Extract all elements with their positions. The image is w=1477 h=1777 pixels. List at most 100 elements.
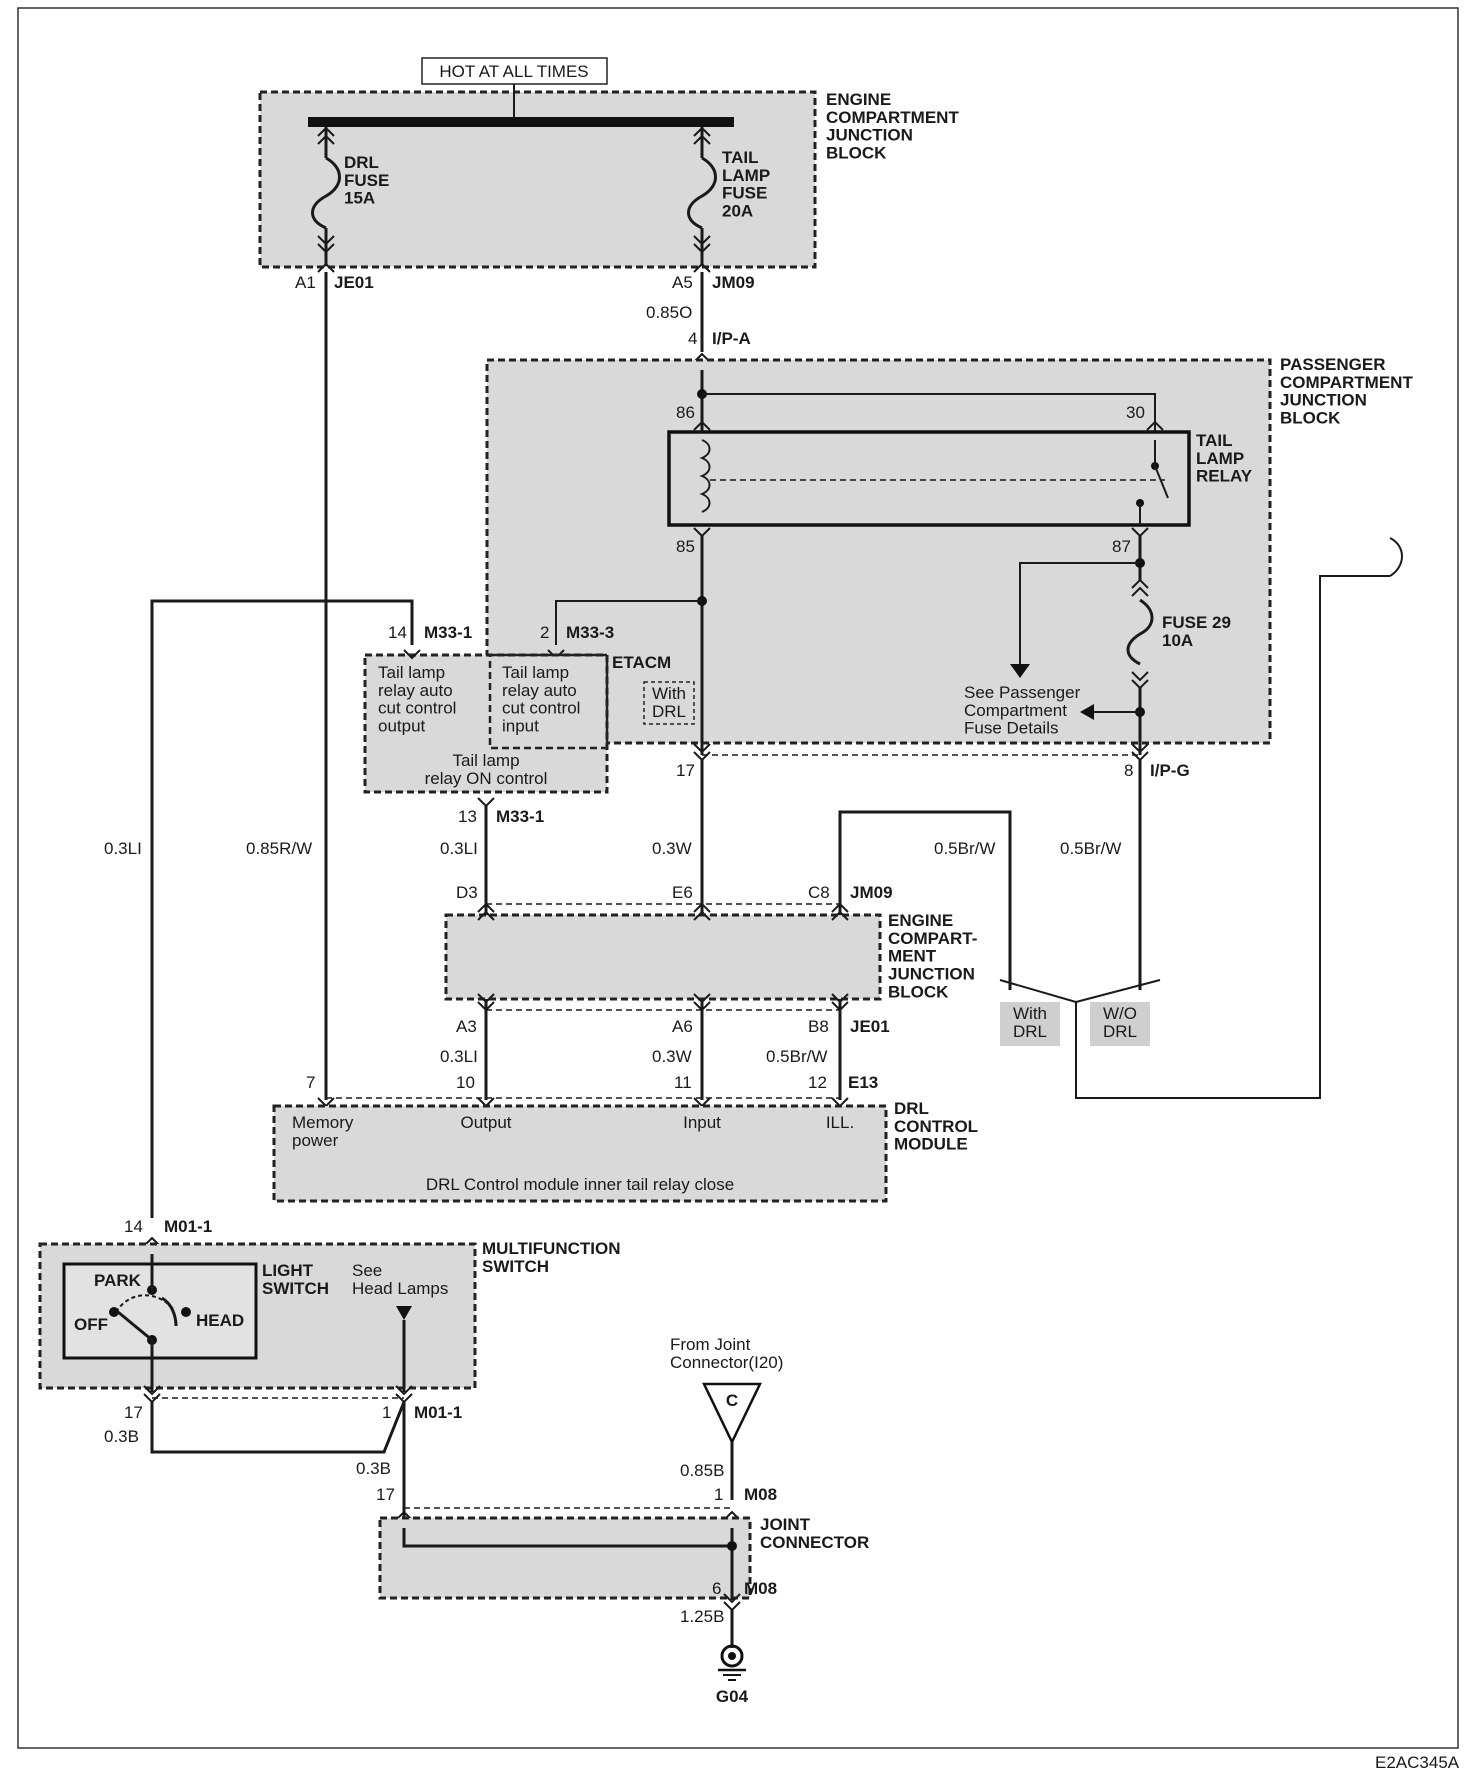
conn-a5: A5: [672, 273, 693, 292]
conn-m33-3: M33-3: [566, 623, 614, 642]
etacm-outer-box: [363, 653, 609, 794]
conn-a1: A1: [295, 273, 316, 292]
text-line: From Joint: [670, 1335, 751, 1354]
conn-c: C: [726, 1391, 738, 1410]
drl-inner: DRL Control module inner tail relay clos…: [426, 1175, 734, 1194]
conn-jm09b: JM09: [850, 883, 893, 902]
text-line: JOINT: [760, 1515, 811, 1534]
joint-c-triangle: [702, 1382, 762, 1445]
text-line: SWITCH: [482, 1257, 549, 1276]
text-line: With: [652, 684, 686, 703]
text-line: Tail lamp: [502, 663, 569, 682]
option-fork-b: [1075, 979, 1161, 1003]
text-line: CONTROL: [894, 1117, 978, 1136]
text-line: COMPARTMENT: [826, 108, 959, 127]
text-line: JUNCTION: [1280, 391, 1367, 410]
conn-p6: 6: [712, 1579, 721, 1598]
wire-03b-a-label: 0.3B: [104, 1427, 139, 1446]
conn-m33-1: M33-1: [424, 623, 472, 642]
text-line: FUSE: [344, 171, 389, 190]
wire-03w-a-label: 0.3W: [652, 839, 692, 858]
text-line: JUNCTION: [826, 126, 913, 145]
drl-pin-input: Input: [683, 1113, 721, 1132]
drl-fuse-symbol: [311, 156, 341, 230]
text-line: FUSE 29: [1162, 613, 1231, 632]
conn-je01: JE01: [334, 273, 374, 292]
option-fork: [999, 575, 1390, 1099]
wire-03b-b-label: 0.3B: [356, 1459, 391, 1478]
joint-connector-box: [378, 1516, 752, 1600]
chev: [693, 235, 711, 254]
text-line: DRL: [652, 702, 686, 721]
text-line: ENGINE: [826, 90, 891, 109]
ecjb-mid-chevrons: [477, 902, 849, 1012]
conn-m01-1: M01-1: [164, 1217, 212, 1236]
text-line: RELAY: [1196, 467, 1253, 486]
text-line: relay ON control: [425, 769, 548, 788]
chev: [317, 126, 335, 145]
tail-lamp-relay: [667, 430, 1191, 527]
text-line: W/O: [1103, 1004, 1137, 1023]
text-line: MENT: [888, 947, 937, 966]
wire-87-branch: [1019, 562, 1140, 668]
text-line: Connector(I20): [670, 1353, 783, 1372]
conn-p11: 11: [674, 1073, 692, 1092]
text-line: input: [502, 717, 539, 736]
text-line: DRL: [1013, 1022, 1047, 1041]
conn-p17: 17: [676, 761, 695, 780]
text-line: Tail lamp: [378, 663, 445, 682]
text-line: 20A: [722, 202, 753, 221]
hot-label-box: [421, 57, 608, 85]
hot-label: HOT AT ALL TIMES: [439, 62, 588, 81]
drl-module-box: [272, 1104, 888, 1203]
conn-p10: 10: [456, 1073, 475, 1092]
text-line: BLOCK: [1280, 409, 1341, 428]
relay-feed-30: [702, 393, 1156, 432]
fuse29-symbol: [1126, 598, 1154, 666]
conn-c8: C8: [808, 883, 830, 902]
conn-p7: 7: [306, 1073, 315, 1092]
text-line: Compartment: [964, 701, 1067, 720]
page-frame: [17, 7, 1459, 1749]
text-line: ENGINE: [888, 911, 953, 930]
chev: [1146, 420, 1164, 431]
conn-p17b: 17: [124, 1403, 143, 1422]
conn-e13: E13: [848, 1073, 878, 1092]
text-line: Fuse Details: [964, 719, 1058, 738]
text-line: COMPARTMENT: [1280, 373, 1413, 392]
wire-085b-label: 0.85B: [680, 1461, 724, 1480]
text-line: TAIL: [722, 148, 759, 167]
conn-m08: M08: [744, 1485, 777, 1504]
conn-p12: 12: [808, 1073, 827, 1092]
chev: [317, 235, 335, 254]
chev: [317, 262, 335, 273]
conn-p14b: 14: [124, 1217, 143, 1236]
conn-m08b: M08: [744, 1579, 777, 1598]
drl-pin-ill: ILL.: [826, 1113, 854, 1132]
text-line: Tail lamp: [452, 751, 519, 770]
arrow-down-head: [396, 1306, 412, 1320]
chev: [1131, 578, 1149, 597]
text-line: BLOCK: [888, 982, 949, 1001]
conn-p17c: 17: [376, 1485, 395, 1504]
arrow-down: [1010, 664, 1030, 678]
text-line: DRL: [344, 153, 379, 172]
conn-p2: 2: [540, 623, 549, 642]
relay-coil: [699, 439, 711, 513]
text-line: FUSE: [722, 184, 767, 203]
wire-03li-loop: [150, 599, 414, 1218]
relay-switch: [1154, 465, 1169, 499]
